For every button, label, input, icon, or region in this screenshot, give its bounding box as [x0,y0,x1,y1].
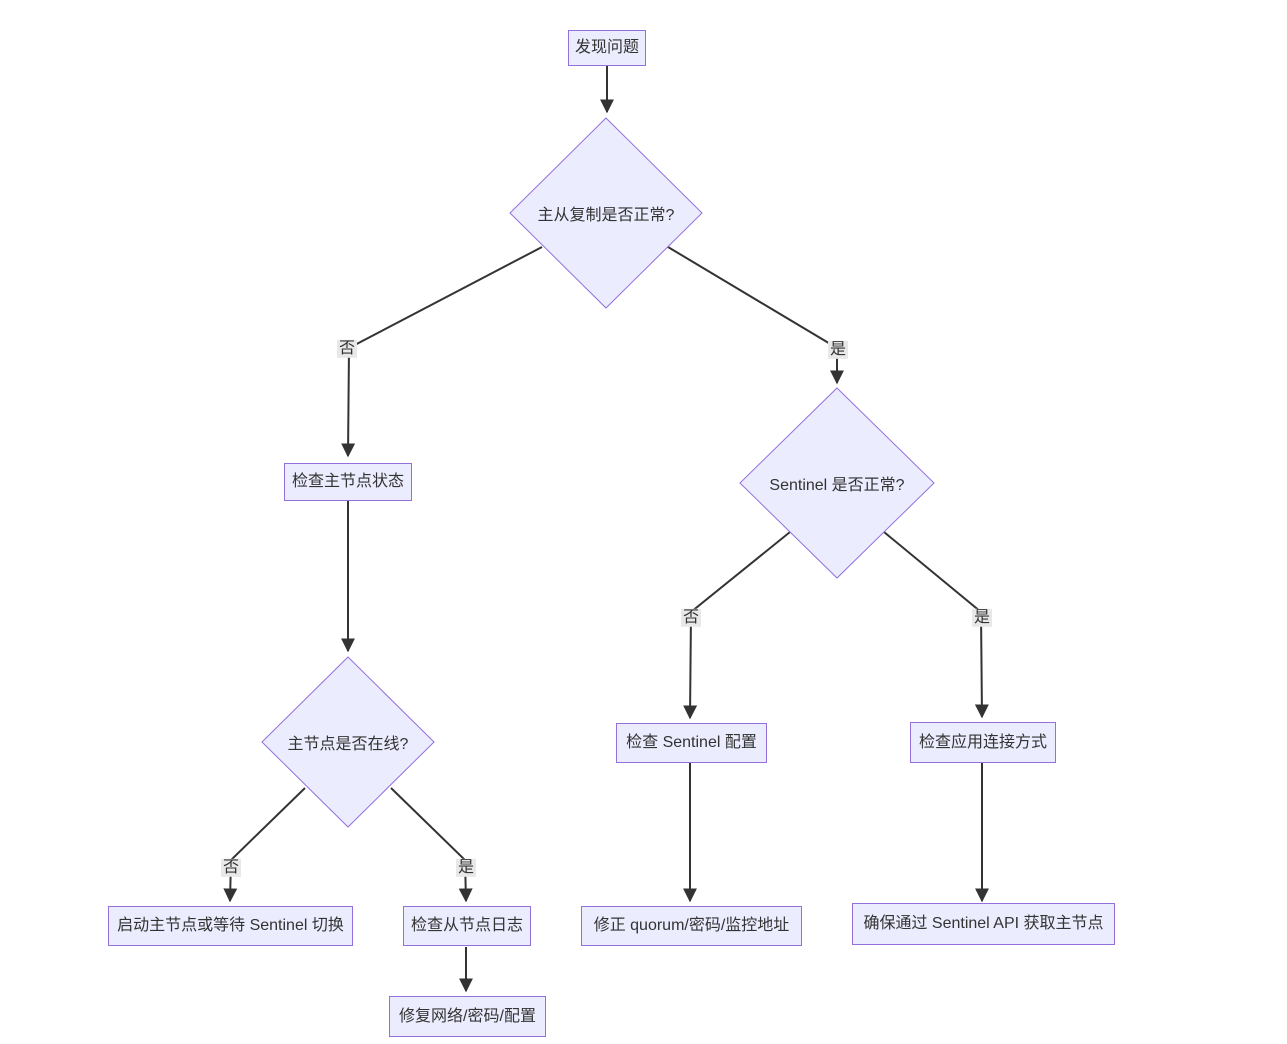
edge-B-H [667,246,844,385]
decision-sentinel-normal-shape [739,387,935,579]
decision-replication-normal-shape [509,117,703,309]
edge-H-I [683,531,791,720]
edge-D-E [223,787,306,903]
edge-D-F [390,787,473,903]
decision-master-online-shape [261,656,435,828]
edge-H-K [883,531,989,719]
edge-B-C [341,246,543,458]
